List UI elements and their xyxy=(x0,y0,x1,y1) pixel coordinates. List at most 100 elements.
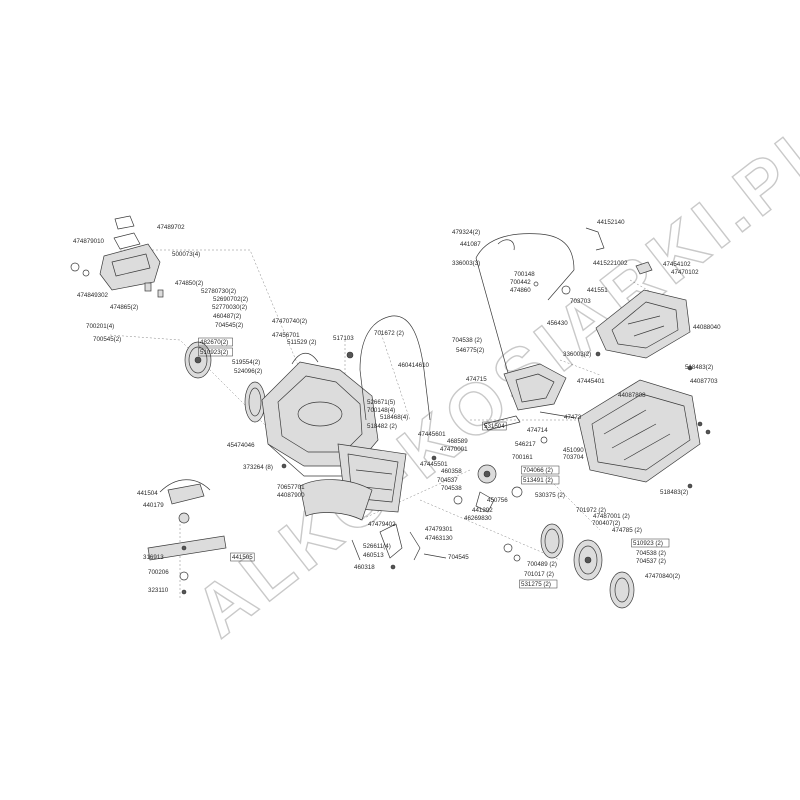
part-number-label: 44152140 xyxy=(597,219,625,226)
part-number-label: 704538 (2) xyxy=(452,337,482,344)
part-number-label: 531275 (2) xyxy=(521,581,551,588)
part-number-label: 52780730(2) xyxy=(201,288,236,295)
motor-cover-part xyxy=(70,215,164,298)
part-number-box xyxy=(519,579,558,589)
front-wheel-part xyxy=(503,523,635,609)
part-number-label: 474865(2) xyxy=(110,304,138,311)
part-number-label: 460487(2) xyxy=(213,313,241,320)
part-number-label: 316913 xyxy=(143,554,164,561)
part-number-label: 47470840(2) xyxy=(645,573,680,580)
part-number-label: 700161 xyxy=(512,454,533,461)
part-number-label: 44087703 xyxy=(690,378,718,385)
part-number-label: 52770030(2) xyxy=(212,304,247,311)
part-number-label: 704537 (2) xyxy=(636,558,666,565)
part-number-label: 700545(2) xyxy=(93,336,121,343)
part-number-label: 700407(2) xyxy=(592,520,620,527)
part-number-label: 701972 (2) xyxy=(576,507,606,514)
part-number-label: 441087 xyxy=(460,241,481,248)
part-number-label: 323110 xyxy=(148,587,169,594)
part-number-label: 47445401 xyxy=(577,378,605,385)
part-number-label: 518468(4) xyxy=(380,414,408,421)
part-number-box xyxy=(198,337,233,347)
part-number-label: 704066 (2) xyxy=(523,467,553,474)
part-number-label: 524096(2) xyxy=(234,368,262,375)
part-number-label: 700148(4) xyxy=(367,407,395,414)
rear-left-wheel-part xyxy=(184,341,266,423)
part-number-label: 700206 xyxy=(148,569,169,576)
part-number-label: 440179 xyxy=(143,502,164,509)
part-number-label: 47470740(2) xyxy=(272,318,307,325)
fasteners xyxy=(281,351,711,570)
part-number-label: 373264 (8) xyxy=(243,464,273,471)
part-number-label: 456430 xyxy=(547,320,568,327)
part-number-label: 468589 xyxy=(447,438,468,445)
part-number-label: 474715 xyxy=(466,376,487,383)
part-number-label: 451090 xyxy=(563,447,584,454)
part-number-label: 47470001 xyxy=(440,446,468,453)
part-number-label: 482670(2) xyxy=(200,339,228,346)
part-number-label: 526611(4) xyxy=(363,543,391,550)
part-number-label: 47463130 xyxy=(425,535,453,542)
part-number-label: 701017 (2) xyxy=(524,571,554,578)
part-number-box xyxy=(482,421,507,431)
part-number-label: 700201(4) xyxy=(86,323,114,330)
part-number-label: 450756 xyxy=(487,497,508,504)
part-number-label: 460513 xyxy=(363,552,384,559)
part-number-label: 526671(5) xyxy=(367,399,395,406)
part-number-label: 703704 xyxy=(563,454,584,461)
part-number-label: 474879010 xyxy=(73,238,105,245)
part-number-label: 704545 xyxy=(448,554,469,561)
part-number-label: 474849302 xyxy=(77,292,109,299)
part-number-label: 704537 xyxy=(437,477,458,484)
part-number-label: 460358 xyxy=(441,468,462,475)
part-number-label: 441551 xyxy=(587,287,608,294)
part-number-label: 460318 xyxy=(354,564,375,571)
part-number-label: 546217 xyxy=(515,441,536,448)
part-number-label: 47473 xyxy=(564,414,582,421)
part-number-label: 441505 xyxy=(232,554,253,561)
part-number-label: 511529 (2) xyxy=(287,339,316,346)
part-number-label: 474714 xyxy=(527,427,548,434)
part-number-label: 336003(3) xyxy=(452,260,480,267)
part-number-label: 46269830 xyxy=(464,515,492,522)
part-number-label: 704538 xyxy=(441,485,462,492)
part-number-label: 500073(4) xyxy=(172,251,200,258)
engine-cover-part xyxy=(483,363,577,431)
part-labels: 47489702474879010500073(4)47484930247485… xyxy=(73,219,721,594)
part-number-box xyxy=(521,475,560,485)
part-number-label: 47445601 xyxy=(418,431,446,438)
part-number-label: 474785 (2) xyxy=(612,527,642,534)
part-number-label: 700148 xyxy=(514,271,535,278)
part-number-label: 474860 xyxy=(510,287,531,294)
part-number-label: 45474046 xyxy=(227,442,255,449)
part-number-label: 546775(2) xyxy=(456,347,484,354)
part-number-label: 510923 (2) xyxy=(633,540,663,547)
part-number-label: 474850(2) xyxy=(175,280,203,287)
lower-handle-part xyxy=(359,315,431,421)
part-number-label: 47479301 xyxy=(425,526,453,533)
part-number-label: 704545(2) xyxy=(215,322,243,329)
part-number-label: 4415221002 xyxy=(593,260,628,267)
grass-catcher-bag-part xyxy=(577,379,701,483)
blade-assembly-part xyxy=(147,479,227,595)
part-number-label: 518482 (2) xyxy=(367,423,397,430)
part-number-label: 52690702(2) xyxy=(213,296,248,303)
part-number-label: 510923(2) xyxy=(200,349,228,356)
engine-part xyxy=(453,436,548,513)
part-number-label: 44087900 xyxy=(277,492,305,499)
grass-catcher-top-part xyxy=(595,261,691,359)
front-skirt-part xyxy=(299,479,373,521)
part-number-label: 44088040 xyxy=(693,324,721,331)
part-number-label: 44087808 xyxy=(618,392,646,399)
part-number-label: 336003(2) xyxy=(563,351,591,358)
part-number-label: 703703 xyxy=(570,298,591,305)
upper-handle-part xyxy=(475,227,605,381)
part-number-label: 518483(2) xyxy=(685,364,713,371)
part-number-label: 47454102 xyxy=(663,261,691,268)
part-number-label: 531504 xyxy=(484,423,505,430)
part-number-box xyxy=(230,552,255,562)
part-number-label: 530375 (2) xyxy=(535,492,565,499)
part-number-label: 701672 (2) xyxy=(374,330,404,337)
part-number-box xyxy=(521,465,560,475)
